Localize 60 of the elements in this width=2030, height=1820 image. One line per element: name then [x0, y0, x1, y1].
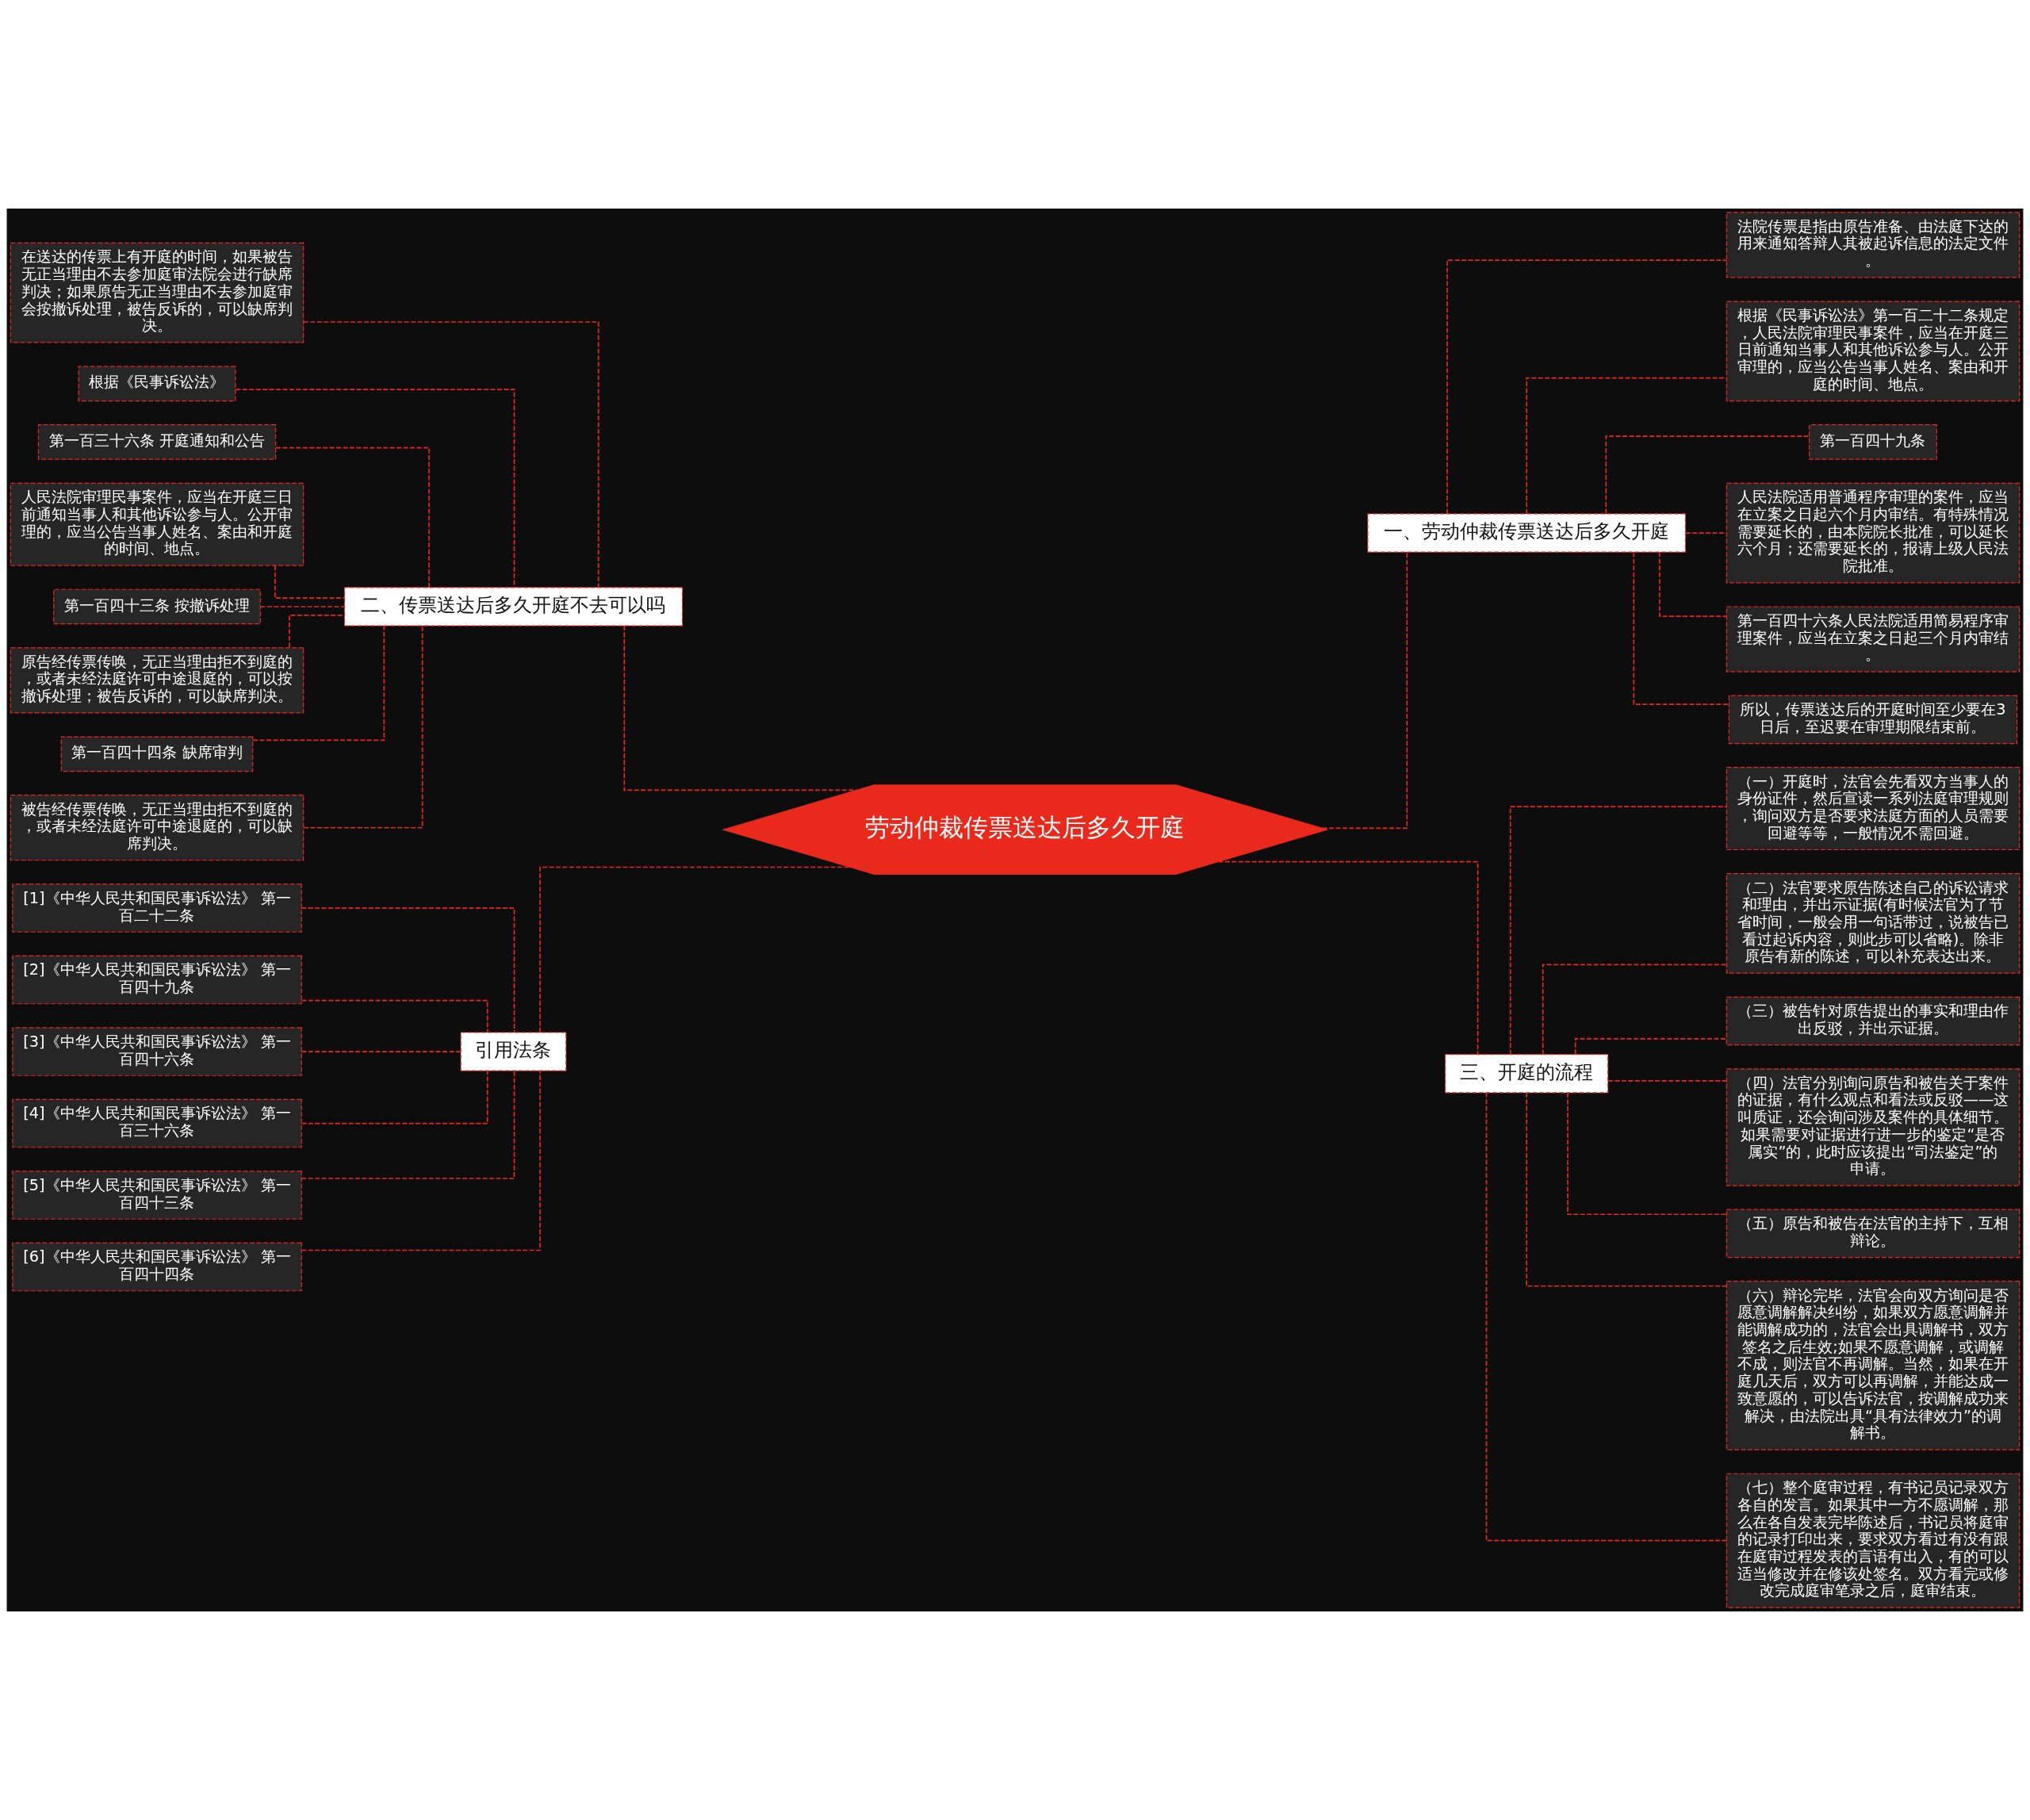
connector	[1684, 532, 1727, 534]
node-box: 第一百四十六条人民法院适用简易程序审理案件，应当在立案之日起三个月内审结。	[1726, 606, 2020, 672]
node-box: 被告经传票传唤，无正当理由拒不到庭的，或者未经法庭许可中途退庭的，可以缺席判决。	[10, 795, 304, 861]
node-box: 第一百四十三条 按撤诉处理	[53, 588, 261, 625]
node-box: （五）原告和被告在法官的主持下，互相辩论。	[1726, 1209, 2020, 1259]
connector	[274, 565, 346, 599]
node-box: （四）法官分别询问原告和被告关于案件的证据，有什么观点和看法或反驳——这叫质证，还会询问涉及案件的具体细节。如果需要对证据进行进一步的鉴定“是否属实”的，此时应该提出“司法鉴定”的申请。	[1726, 1068, 2020, 1186]
node-box: [3]《中华人民共和国民事诉讼法》 第一百四十六条	[12, 1027, 302, 1076]
node-box: （一）开庭时，法官会先看双方当事人的身份证件，然后宣读一系列法庭审理规则，询问双方是否要求法庭方面的人员需要回避等等，一般情况不需回避。	[1726, 767, 2020, 851]
connector	[1509, 806, 1728, 1056]
connector	[301, 1070, 515, 1179]
node-box: 第一百四十四条 缺席审判	[60, 736, 254, 772]
node-box: 一、劳动仲裁传票送达后多久开庭	[1367, 513, 1687, 553]
node-box: 原告经传票传唤，无正当理由拒不到庭的，或者未经法庭许可中途退庭的，可以按撤诉处理；被告反诉的，可以缺席判决。	[10, 647, 304, 714]
connector	[301, 1051, 462, 1052]
node-box: [4]《中华人民共和国民事诉讼法》 第一百三十六条	[12, 1098, 302, 1148]
node-box: 人民法院审理民事案件，应当在开庭三日前通知当事人和其他诉讼参与人。公开审理的，应当公告当事人姓名、案由和开庭的时间、地点。	[10, 482, 304, 566]
node-box: 三、开庭的流程	[1445, 1054, 1609, 1094]
connector	[1542, 964, 1728, 1056]
node-box: （三）被告针对原告提出的事实和理由作出反驳，并出示证据。	[1726, 996, 2020, 1046]
connector	[275, 446, 430, 588]
connector	[1526, 377, 1727, 515]
connector	[623, 625, 858, 791]
connector	[1607, 1080, 1727, 1082]
node-box: 法院传票是指由原告准备、由法庭下达的用来通知答辩人其被起诉信息的法定文件。	[1726, 212, 2020, 278]
connector	[235, 389, 515, 588]
connector	[259, 606, 346, 607]
connector	[1217, 860, 1479, 1056]
node-box: [2]《中华人民共和国民事诉讼法》 第一百四十九条	[12, 955, 302, 1005]
connector	[1659, 551, 1728, 617]
connector	[1567, 1092, 1727, 1216]
node-box: 人民法院适用普通程序审理的案件，应当在立案之日起六个月内审结。有特殊情况需要延长的，由本院院长批准，可以延长六个月；还需要延长的，报请上级人民法院批准。	[1726, 482, 2020, 584]
connector	[1605, 435, 1810, 515]
node-box: （二）法官要求原告陈述自己的诉讼请求和理由，并出示证据(有时候法官为了节省时间，一般会用一句话带过，说被告已看过起诉内容，则此步可以省略)。除非原告有新的陈述，可以补充表达出来。	[1726, 873, 2020, 974]
connector	[301, 907, 515, 1033]
connector	[301, 999, 488, 1033]
node-box: 在送达的传票上有开庭的时间，如果被告无正当理由不去参加庭审法院会进行缺席判决；如果原告无正当理由不去参加庭审会按撤诉处理，被告反诉的，可以缺席判决。	[10, 242, 304, 343]
node-box: 所以，传票送达后的开庭时间至少要在3日后，至迟要在审理期限结束前。	[1728, 695, 2018, 745]
connector	[301, 1070, 488, 1125]
node-box: 二、传票送达后多久开庭不去可以吗	[343, 587, 684, 626]
connector	[1574, 1037, 1727, 1056]
connector	[303, 625, 423, 829]
connector	[301, 1070, 541, 1251]
node-box: 第一百三十六条 开庭通知和公告	[37, 424, 277, 460]
node-box: [5]《中华人民共和国民事诉讼法》 第一百四十三条	[12, 1171, 302, 1220]
connector	[1446, 259, 1728, 515]
connector	[1321, 551, 1408, 830]
node-box: [6]《中华人民共和国民事诉讼法》 第一百四十四条	[12, 1242, 302, 1292]
connector	[1485, 1092, 1728, 1542]
node-box: （六）辩论完毕，法官会向双方询问是否愿意调解解决纠纷，如果双方愿意调解并能调解成功的，法官会出具调解书，双方签名之后生效;如果不愿意调解，或调解不成，则法官不再调解。当然，如果在开庭几天后，双方可以再调解，并能达成一致意愿的，可以告诉法官，按调解成功来解决，由法院出具“具有法律效力”的调解书。	[1726, 1281, 2020, 1450]
node-box: 引用法条	[460, 1032, 567, 1071]
node-box: [1]《中华人民共和国民事诉讼法》 第一百二十二条	[12, 883, 302, 933]
node-box: 第一百四十九条	[1809, 424, 1937, 460]
node-box: （七）整个庭审过程，有书记员记录双方各自的发言。如果其中一方不愿调解，那么在各自发表完毕陈述后，书记员将庭审的记录打印出来，要求双方看过有没有跟在庭审过程发表的言语有出入，有的可以适当修改并在修该处签名。双方看完或修改完成庭审笔录之后，庭审结束。	[1726, 1473, 2020, 1608]
node-box: 根据《民事诉讼法》第一百二十二条规定，人民法院审理民事案件，应当在开庭三日前通知当事人和其他诉讼参与人。公开审理的，应当公告当事人姓名、案由和开庭的时间、地点。	[1726, 301, 2020, 402]
node-box: 根据《民事诉讼法》	[78, 366, 236, 402]
connector	[1526, 1092, 1727, 1287]
connector	[252, 625, 385, 741]
connector	[1633, 551, 1729, 705]
connector	[303, 321, 599, 588]
